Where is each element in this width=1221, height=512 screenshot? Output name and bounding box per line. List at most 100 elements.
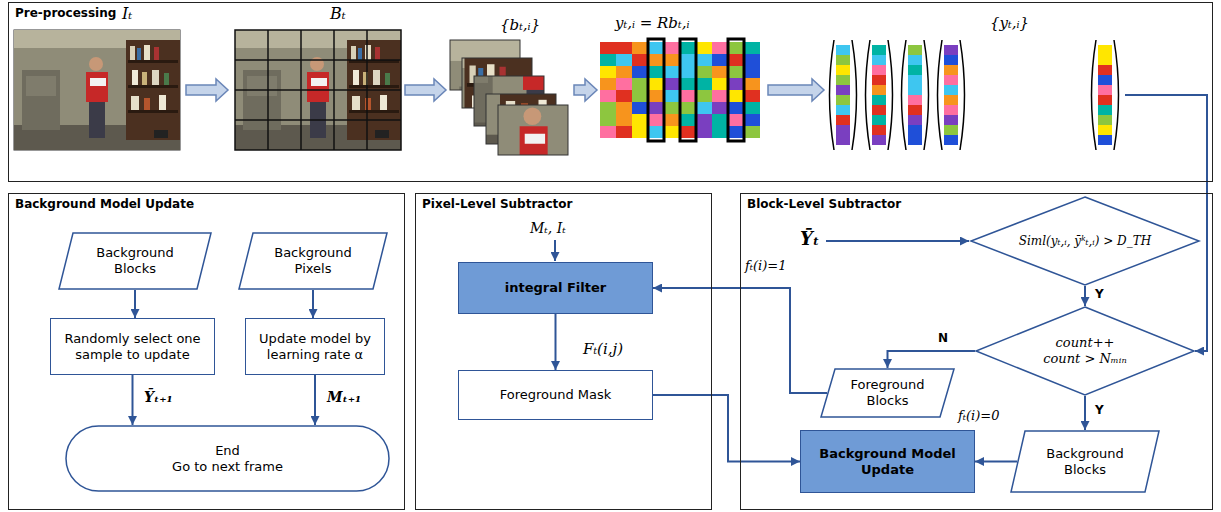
matrix-cell: [680, 66, 696, 78]
matrix-cell: [632, 78, 648, 90]
matrix-cell: [712, 90, 728, 102]
vector-cell: [908, 75, 922, 85]
matrix-cell: [680, 114, 696, 126]
matrix-cell: [696, 42, 712, 54]
matrix-cell: [600, 42, 616, 54]
matrix-cell: [744, 66, 760, 78]
matrix-cell: [712, 54, 728, 66]
matrix-cell: [648, 126, 664, 138]
vector-cell: [872, 85, 886, 95]
edge-label: Y: [1093, 287, 1106, 301]
matrix-cell: [712, 66, 728, 78]
vector-cell: [872, 115, 886, 125]
vector-cell: [944, 65, 958, 75]
node-text: Go to next frame: [172, 459, 283, 475]
vector-cell: [872, 75, 886, 85]
matrix-cell: [664, 114, 680, 126]
matrix-cell: [632, 42, 648, 54]
shape-outline: [821, 369, 954, 417]
vector-cell: [836, 95, 850, 105]
matrix-cell: [600, 54, 616, 66]
bracket: [888, 40, 893, 150]
vector-cell: [1098, 55, 1112, 65]
matrix-cell: [616, 78, 632, 90]
matrix-cell: [648, 90, 664, 102]
bracket: [1114, 40, 1119, 150]
vector-cell: [836, 135, 850, 145]
matrix-cell: [696, 126, 712, 138]
bracket: [866, 40, 871, 150]
vector-cell: [836, 65, 850, 75]
matrix-cell: [664, 66, 680, 78]
vector-cell: [944, 115, 958, 125]
vector-cell: [1098, 65, 1112, 75]
annotation-label: fₜ(i)=0: [958, 408, 999, 423]
vector-cell: [944, 55, 958, 65]
annotation-label: Ȳₜ: [800, 228, 820, 249]
flow-connector: [555, 314, 557, 370]
matrix-cell: [696, 114, 712, 126]
annotation-label: fₜ(i)=1: [745, 258, 786, 273]
matrix-cell: [664, 90, 680, 102]
column-highlight: [728, 39, 744, 141]
vector-cell: [836, 125, 850, 135]
matrix-cell: [632, 126, 648, 138]
block-frame-image: [235, 30, 401, 150]
matrix-cell: [616, 102, 632, 114]
vector-cell: [836, 105, 850, 115]
vector-cell: [944, 45, 958, 55]
vector-cell: [836, 85, 850, 95]
vector-cell: [1098, 115, 1112, 125]
shape-outline: [66, 426, 389, 491]
vector-cell: [908, 55, 922, 65]
vector-output-line: [1125, 95, 1207, 182]
matrix-cell: [744, 90, 760, 102]
annotation-label: Fₜ(i,j): [583, 340, 623, 358]
vector-cell: [908, 85, 922, 95]
bracket: [938, 40, 943, 150]
matrix-cell: [664, 54, 680, 66]
matrix-cell: [680, 126, 696, 138]
decision-diamond: Siml(yₜ,ᵢ, ȳᵏₜ,ᵢ) > D_TH: [970, 196, 1200, 286]
flow-connector: [132, 375, 134, 425]
matrix-cell: [616, 90, 632, 102]
matrix-cell: [648, 114, 664, 126]
model-arrow: [826, 240, 969, 242]
panel-title: Background Model Update: [15, 197, 194, 211]
flow-arrows: [186, 79, 824, 101]
node-text: count++: [1043, 335, 1126, 351]
matrix-cell: [600, 126, 616, 138]
image-blocks: [325, 6, 644, 224]
annotation-label: {bₜ,ᵢ}: [500, 16, 540, 34]
matrix-cell: [648, 54, 664, 66]
matrix-cell: [712, 126, 728, 138]
flow-connector: [312, 290, 314, 318]
vector-cell: [1098, 105, 1112, 115]
bracket: [924, 40, 929, 150]
matrix-cell: [600, 90, 616, 102]
stage-panel: Pixel-Level Subtractorintegral FilterFor…: [415, 193, 712, 510]
column-highlight: [680, 39, 696, 141]
vector-cell: [1098, 75, 1112, 85]
matrix-cell: [648, 102, 664, 114]
node-text: Background Pixels: [257, 245, 369, 276]
matrix-cell: [744, 102, 760, 114]
matrix-cell: [616, 114, 632, 126]
annotation-label: Mₜ, Iₜ: [530, 220, 566, 236]
shape-outline: [976, 307, 1194, 395]
vector-cell: [1098, 135, 1112, 145]
vector-cell: [908, 65, 922, 75]
shape-outline: [971, 197, 1199, 285]
vector-cell: [944, 95, 958, 105]
annotation-label: Bₜ: [330, 4, 346, 23]
bracket: [1092, 40, 1097, 150]
node-text: End: [172, 443, 283, 459]
vector-cell: [944, 85, 958, 95]
vector-cell: [1098, 125, 1112, 135]
vector-cell: [872, 65, 886, 75]
flow-connector: [1084, 396, 1086, 430]
vector-cell: [836, 55, 850, 65]
matrix-cell: [744, 126, 760, 138]
matrix-cell: [696, 54, 712, 66]
flow-connector: [653, 395, 800, 462]
